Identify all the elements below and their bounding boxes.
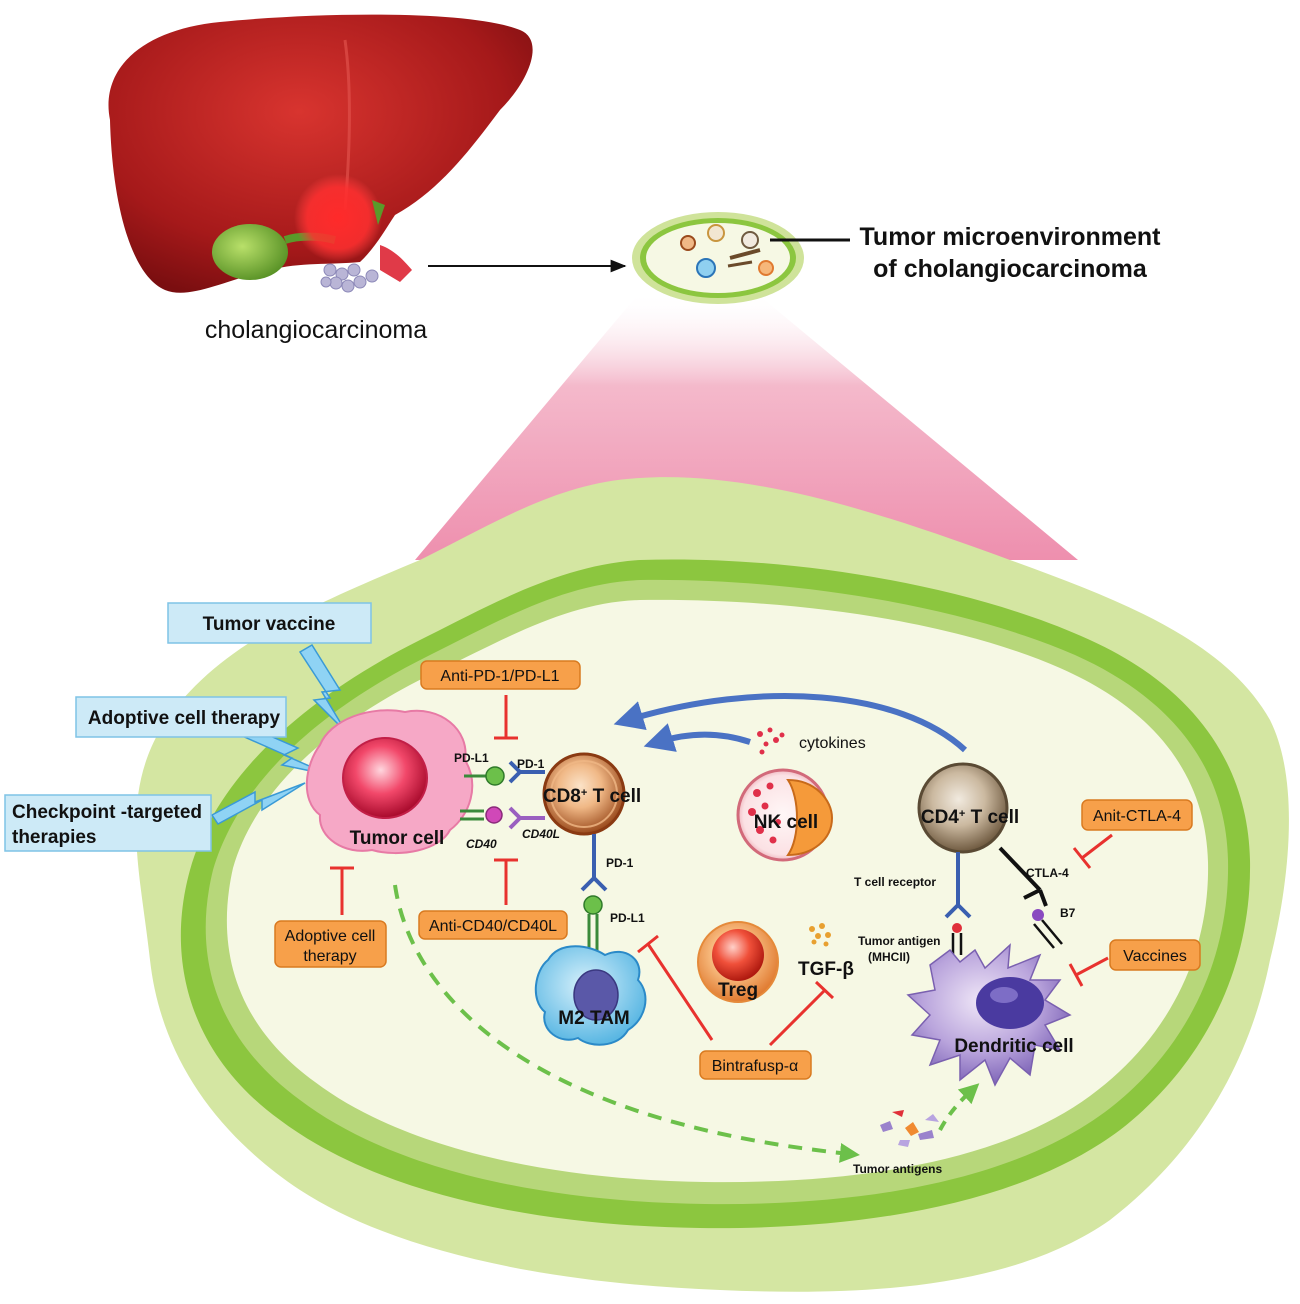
checkpoint-label-line2: therapies xyxy=(12,827,96,848)
therapy-box-checkpoint: Checkpoint -targeted therapies xyxy=(4,794,212,852)
anti-cd40-label: Anti-CD40/CD40L xyxy=(429,918,557,935)
tumor-antigens-label: Tumor antigens xyxy=(853,1162,942,1176)
bintrafusp-label: Bintrafusp-α xyxy=(712,1058,799,1075)
drug-box-bintrafusp: Bintrafusp-α xyxy=(699,1050,812,1080)
anti-pd1-label: Anti-PD-1/PD-L1 xyxy=(440,668,559,685)
arrow-cd4-to-tumor xyxy=(613,693,968,753)
drug-box-vaccines: Vaccines xyxy=(1109,939,1201,971)
checkpoint-label-line1: Checkpoint -targeted xyxy=(12,802,202,823)
inhibit-bintra-tgf xyxy=(768,988,827,1047)
cd4-label: CD4+ T cell xyxy=(921,807,1019,828)
drug-box-anti-pd1: Anti-PD-1/PD-L1 xyxy=(420,660,581,690)
cd8-suffix: T cell xyxy=(587,786,641,807)
t-cell-receptor-label: T cell receptor xyxy=(854,875,936,889)
duodenum-part xyxy=(380,245,412,282)
cd40l-receptor xyxy=(508,806,545,830)
cd8-prefix: CD8 xyxy=(543,786,581,807)
adoptive-therapy-label: Adoptive cell therapy xyxy=(88,708,281,729)
inhibit-bintra-tam xyxy=(646,943,714,1041)
liver-illustration xyxy=(108,14,533,293)
tumor-cell-label: Tumor cell xyxy=(350,828,445,849)
green-arrow-tumor-to-antigens xyxy=(393,884,860,1163)
inhibit-ctla4-bar xyxy=(1072,847,1092,869)
m2-tam-cell: M2 TAM xyxy=(534,945,647,1046)
nk-cell: NK cell xyxy=(736,768,834,862)
anti-ctla4-label: Anit-CTLA-4 xyxy=(1093,808,1181,825)
tumor-antigen-mhcii-line1: Tumor antigen xyxy=(858,934,940,948)
inhibit-bintra-tam-bar xyxy=(637,934,659,954)
therapy-box-tumor-vaccine: Tumor vaccine xyxy=(167,602,372,644)
treg-label: Treg xyxy=(718,980,758,1001)
tumor-vaccine-label: Tumor vaccine xyxy=(203,614,336,635)
cd8-t-cell: CD8+ T cell xyxy=(542,752,641,836)
cd40-label: CD40 xyxy=(466,837,497,851)
ctla-4-label: CTLA-4 xyxy=(1026,866,1069,880)
vaccines-label: Vaccines xyxy=(1123,948,1187,965)
adoptive-box-line1: Adoptive cell xyxy=(285,928,376,945)
bolt-vaccine xyxy=(298,643,347,733)
tumor-cell: Tumor cell xyxy=(305,709,474,854)
tumor-antigen-mhcii-line2: (MHCII) xyxy=(868,950,910,964)
pd-1-lower-label: PD-1 xyxy=(606,856,634,870)
tumor-spot xyxy=(294,174,382,262)
ctla4-b7-pair xyxy=(998,846,1063,949)
cytokines-label: cytokines xyxy=(799,735,866,752)
cytokine-dots xyxy=(757,727,785,755)
pd-l1-tumor-label: PD-L1 xyxy=(454,751,489,765)
gallbladder xyxy=(212,224,288,280)
arrow-cytokines-to-cd8 xyxy=(643,723,751,752)
cd40-ligand xyxy=(485,806,503,824)
tcr-mhcii-pair xyxy=(944,852,972,955)
treg-cell: Treg xyxy=(697,921,779,1003)
liver-lobe xyxy=(108,14,533,293)
tme-miniature xyxy=(632,212,804,304)
cd4-t-cell: CD4+ T cell xyxy=(917,762,1019,854)
drug-box-anti-cd40: Anti-CD40/CD40L xyxy=(418,910,568,940)
b7-label: B7 xyxy=(1060,906,1076,920)
cd40-cd40l-pair xyxy=(460,806,545,830)
tumor-cell-nucleus xyxy=(342,737,428,819)
pdl1-pd1-pair xyxy=(464,760,545,786)
cd4-prefix: CD4 xyxy=(921,807,959,828)
tme-large xyxy=(136,477,1289,1292)
inhibit-bintra-tgf-bar xyxy=(814,980,835,1000)
drug-box-adoptive: Adoptive cell therapy xyxy=(274,920,387,968)
inhibit-vaccines-bar xyxy=(1068,963,1084,987)
pd-l1-ligand xyxy=(485,766,505,786)
tumor-cluster xyxy=(320,263,379,293)
liver-ligament xyxy=(372,200,385,225)
tme-title-line1: Tumor microenvironment xyxy=(860,223,1162,251)
cd40l-label: CD40L xyxy=(522,827,560,841)
dendritic-cell-label: Dendritic cell xyxy=(954,1036,1073,1057)
drug-box-anti-ctla4: Anit-CTLA-4 xyxy=(1081,799,1193,831)
cd4-plus: + xyxy=(959,808,965,820)
cd8-plus: + xyxy=(581,787,587,799)
dendritic-cell: Dendritic cell xyxy=(906,943,1074,1087)
tme-title-line2: of cholangiocarcinoma xyxy=(873,255,1148,283)
nk-cell-label: NK cell xyxy=(754,812,818,833)
tgf-beta-dots xyxy=(809,923,831,947)
inhibit-ctla4 xyxy=(1081,833,1113,860)
bolt-checkpoint xyxy=(210,782,306,825)
inhibition-lines xyxy=(330,695,1113,1047)
m2-tam-label: M2 TAM xyxy=(558,1008,629,1029)
pd-1-receptor xyxy=(508,760,545,784)
tgf-beta-label: TGF-β xyxy=(798,959,854,980)
cd4-suffix: T cell xyxy=(965,807,1019,828)
pd-1-cd8-label: PD-1 xyxy=(517,757,545,771)
therapy-box-adoptive: Adoptive cell therapy xyxy=(75,696,287,738)
tumor-antigen-fragments xyxy=(880,1110,939,1147)
organ-label: cholangiocarcinoma xyxy=(205,316,427,344)
pd-l1-tam-label: PD-L1 xyxy=(610,911,645,925)
cd8-label: CD8+ T cell xyxy=(543,786,641,807)
green-arrow-antigens-to-dc xyxy=(938,1083,980,1131)
inhibit-vaccines xyxy=(1075,956,1109,977)
adoptive-box-line2: therapy xyxy=(303,948,356,965)
